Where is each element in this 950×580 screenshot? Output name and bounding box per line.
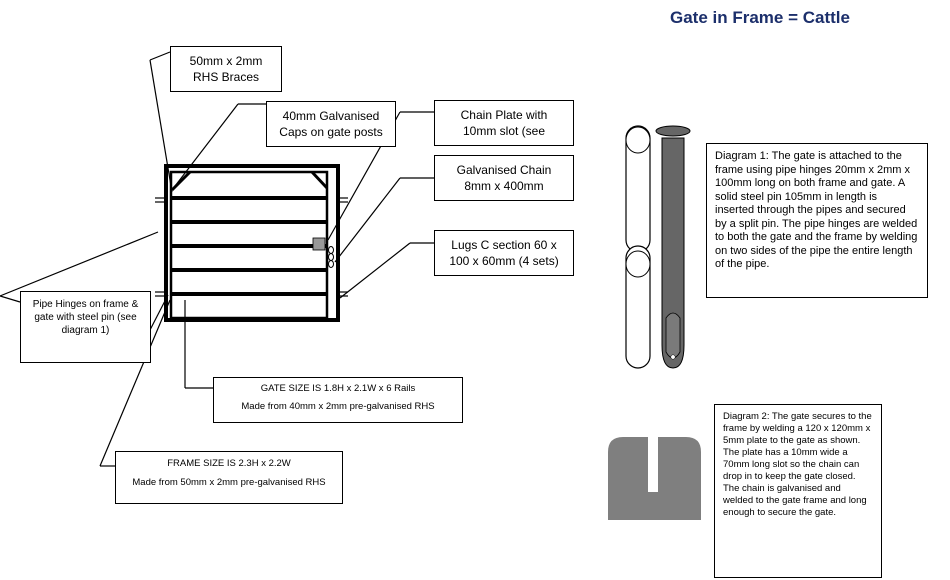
frame-size-box: FRAME SIZE IS 2.3H x 2.2W Made from 50mm… [115, 451, 343, 504]
frame-size-material: Made from 50mm x 2mm pre-galvanised RHS [132, 477, 326, 488]
callout-chain-line-1: Galvanised Chain [456, 163, 552, 177]
callout-hinges-line-2: gate with steel pin (see [34, 312, 137, 323]
gate-frame [169, 170, 329, 320]
leader-braces-b [149, 59, 173, 193]
callout-chain: Galvanised Chain 8mm x 400mm [434, 155, 574, 201]
callout-braces: 50mm x 2mm RHS Braces [170, 46, 282, 92]
gate-size-material: Made from 40mm x 2mm pre-galvanised RHS [241, 401, 435, 412]
diagram-2-text: Diagram 2: The gate secures to the frame… [714, 404, 882, 578]
callout-hinges-line-1: Pipe Hinges on frame & [32, 299, 139, 310]
chain-plate [312, 237, 326, 251]
callout-chain-plate: Chain Plate with 10mm slot (see [434, 100, 574, 146]
brace-left [170, 170, 192, 192]
chain-icon [328, 246, 334, 268]
leader-hinges-a [0, 295, 21, 303]
callout-caps-line-2: Caps on gate posts [279, 125, 383, 139]
callout-lugs-line-2: 100 x 60mm (4 sets) [449, 254, 559, 268]
leader-hinges-b [0, 231, 159, 297]
callout-lugs: Lugs C section 60 x 100 x 60mm (4 sets) [434, 230, 574, 276]
callout-hinges: Pipe Hinges on frame & gate with steel p… [20, 291, 151, 363]
chain-plate-icon [608, 437, 701, 520]
gate-size-box: GATE SIZE IS 1.8H x 2.1W x 6 Rails Made … [213, 377, 463, 423]
diagram-1-text: Diagram 1: The gate is attached to the f… [706, 143, 928, 298]
gate-size-heading: GATE SIZE IS 1.8H x 2.1W x 6 Rails [260, 383, 416, 394]
gate-rails [172, 196, 326, 296]
lugs [155, 197, 348, 297]
callout-chain-plate-line-2: 10mm slot (see [462, 124, 546, 138]
leader-frame-size-b [99, 299, 171, 467]
callout-braces-line-1: 50mm x 2mm [189, 54, 263, 68]
page-title: Gate in Frame = Cattle [670, 8, 850, 27]
callout-chain-plate-line-1: Chain Plate with [460, 108, 548, 122]
callout-lugs-line-1: Lugs C section 60 x [451, 238, 557, 252]
pipe-hinge-icon [625, 125, 691, 369]
leader-braces-a [149, 51, 171, 61]
outer-frame [164, 164, 340, 322]
leader-lugs-b [339, 242, 411, 299]
frame-size-heading: FRAME SIZE IS 2.3H x 2.2W [167, 458, 291, 469]
leader-chain-b [334, 177, 401, 263]
callout-caps-line-1: 40mm Galvanised [282, 109, 380, 123]
callout-chain-line-2: 8mm x 400mm [464, 179, 544, 193]
callout-braces-line-2: RHS Braces [192, 70, 260, 84]
leader-caps-b [171, 103, 239, 191]
callout-hinges-line-3: diagram 1) [61, 325, 110, 336]
callout-caps: 40mm Galvanised Caps on gate posts [266, 101, 396, 147]
brace-right [310, 170, 329, 190]
